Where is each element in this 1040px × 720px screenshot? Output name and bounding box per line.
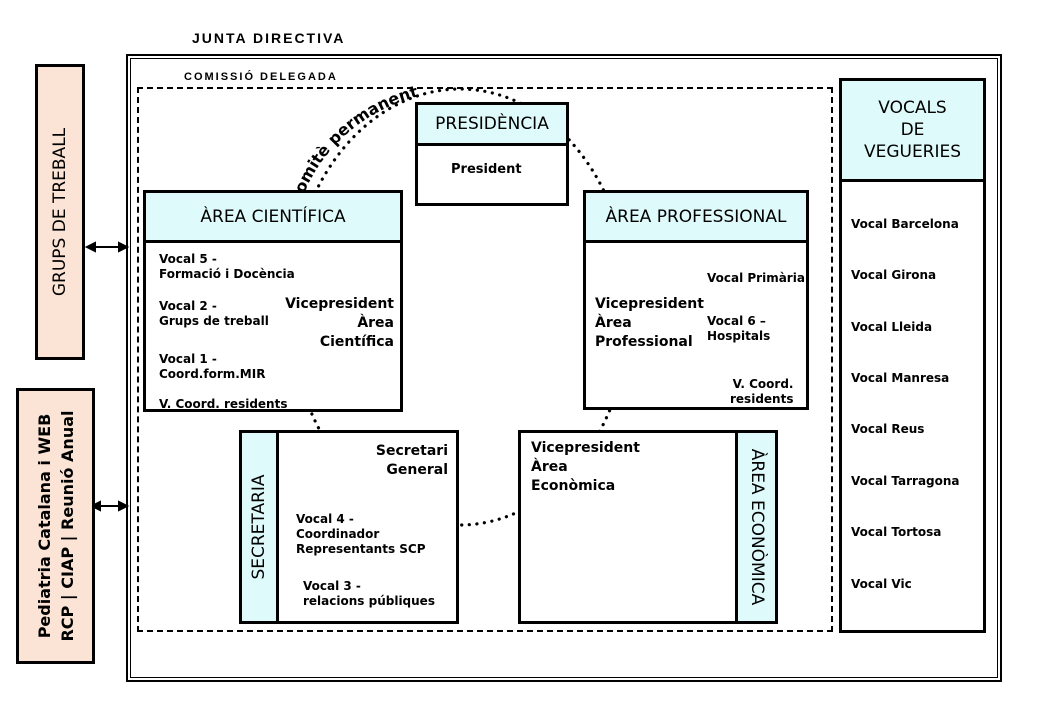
- vp-professional-line1: Vicepresident: [595, 296, 704, 312]
- publicacions-line2: RCP | CIAP | Reunió Anual: [57, 410, 77, 642]
- junta-directiva-inner-frame: [130, 58, 998, 678]
- presidencia-header: PRESIDÈNCIA: [418, 105, 566, 146]
- vocal-tarragona: Vocal Tarragona: [851, 474, 960, 488]
- area-professional-box: ÀREA PROFESSIONAL Vicepresident Àrea Pro…: [583, 190, 809, 410]
- vocal6-line2: Hospitals: [707, 329, 771, 343]
- area-economica-side: ÀREA ECONÒMICA: [735, 433, 775, 621]
- area-cientifica-header: ÀREA CIENTÍFICA: [146, 193, 400, 243]
- grups-de-treball-box: GRUPS DE TREBALL: [35, 64, 85, 360]
- vocal-vic: Vocal Vic: [851, 577, 912, 591]
- vocal4-line1: Vocal 4 -: [296, 512, 354, 526]
- vp-economica-line3: Econòmica: [531, 478, 616, 494]
- comissio-delegada-title: COMISSIÓ DELEGADA: [184, 71, 338, 83]
- vocals-vegueries-box: VOCALS DE VEGUERIES Vocal Barcelona Voca…: [839, 78, 986, 633]
- area-economica-label: ÀREA ECONÒMICA: [746, 448, 767, 606]
- vocal2-item: Vocal 2 - Grups de treball: [159, 299, 269, 329]
- vocal-manresa: Vocal Manresa: [851, 371, 950, 385]
- publicacions-arrow: [89, 500, 130, 512]
- vp-professional-line2: Àrea: [595, 315, 632, 331]
- vocals-vegueries-header: VOCALS DE VEGUERIES: [842, 81, 983, 182]
- vocal-primaria-item: Vocal Primària: [707, 271, 805, 285]
- vcoord-residents-item: V. Coord. residents: [159, 397, 288, 411]
- vocal4-line2: Coordinador: [296, 527, 380, 541]
- vocal-girona: Vocal Girona: [851, 268, 937, 282]
- vocal3-line2: relacions públiques: [303, 594, 435, 608]
- secretaria-side: SECRETARIA: [242, 433, 279, 621]
- vocals-header-line1: VOCALS: [878, 98, 947, 118]
- vocal-lleida: Vocal Lleida: [851, 320, 933, 334]
- vocal2-line1: Vocal 2 -: [159, 299, 217, 313]
- vp-professional: Vicepresident Àrea Professional: [595, 295, 704, 352]
- grups-treball-arrow: [84, 241, 130, 253]
- vp-economica-line2: Àrea: [531, 459, 568, 475]
- vocal4-item: Vocal 4 - Coordinador Representants SCP: [296, 512, 426, 557]
- secretari-general: Secretari General: [376, 442, 448, 480]
- grups-de-treball-label: GRUPS DE TREBALL: [50, 127, 70, 297]
- presidencia-box: PRESIDÈNCIA President: [415, 102, 569, 206]
- vp-cientifica-line2: Àrea: [357, 315, 394, 331]
- area-cientifica-box: ÀREA CIENTÍFICA Vocal 5 - Formació i Doc…: [143, 190, 403, 412]
- area-economica-box: Vicepresident Àrea Econòmica ÀREA ECONÒM…: [518, 430, 778, 624]
- vcoord-professional-item: V. Coord. residents: [730, 377, 793, 407]
- vocal1-item: Vocal 1 - Coord.form.MIR: [159, 352, 265, 382]
- secretari-line2: General: [386, 462, 448, 478]
- president-label: President: [451, 162, 522, 177]
- vocal-reus: Vocal Reus: [851, 422, 925, 436]
- junta-directiva-frame: [126, 54, 1002, 682]
- vocal-tortosa: Vocal Tortosa: [851, 525, 942, 539]
- vocal5-item: Vocal 5 - Formació i Docència: [159, 252, 295, 282]
- vp-professional-line3: Professional: [595, 334, 693, 350]
- vocal5-line1: Vocal 5 -: [159, 252, 217, 266]
- vocal3-line1: Vocal 3 -: [303, 579, 361, 593]
- publicacions-box: Pediatria Catalana i WEB RCP | CIAP | Re…: [16, 388, 95, 664]
- vocal6-line1: Vocal 6 –: [707, 314, 766, 328]
- comissio-delegada-frame: [137, 87, 833, 632]
- publicacions-line1: Pediatria Catalana i WEB: [34, 413, 54, 639]
- area-professional-header: ÀREA PROFESSIONAL: [586, 193, 806, 243]
- vocal1-line2: Coord.form.MIR: [159, 367, 266, 381]
- vocal4-line3: Representants SCP: [296, 542, 426, 556]
- secretari-line1: Secretari: [375, 443, 448, 459]
- vocal5-line2: Formació i Docència: [159, 267, 295, 281]
- vocal-barcelona: Vocal Barcelona: [851, 217, 959, 231]
- vocal1-line1: Vocal 1 -: [159, 352, 217, 366]
- vp-economica: Vicepresident Àrea Econòmica: [531, 439, 640, 496]
- vp-cientifica-line1: Vicepresident: [285, 296, 394, 312]
- vocal3-item: Vocal 3 - relacions públiques: [303, 579, 435, 609]
- vp-cientifica: Vicepresident Àrea Científica: [285, 295, 394, 352]
- junta-directiva-title: JUNTA DIRECTIVA: [192, 30, 346, 46]
- vp-cientifica-line3: Científica: [319, 334, 394, 350]
- publicacions-label: Pediatria Catalana i WEB RCP | CIAP | Re…: [33, 410, 79, 641]
- secretaria-box: SECRETARIA Secretari General Vocal 4 - C…: [239, 430, 459, 624]
- vocals-header-line3: VEGUERIES: [863, 142, 962, 162]
- vcoord-professional-line2: residents: [730, 392, 794, 406]
- vocal6-item: Vocal 6 – Hospitals: [707, 314, 770, 344]
- vocal2-line2: Grups de treball: [159, 314, 269, 328]
- vocals-header-line2: DE: [900, 120, 925, 140]
- comite-permanent-label: Comitè permanent: [286, 82, 420, 207]
- vcoord-professional-line1: V. Coord.: [732, 377, 794, 391]
- secretaria-label: SECRETARIA: [249, 474, 269, 580]
- vp-economica-line1: Vicepresident: [531, 440, 640, 456]
